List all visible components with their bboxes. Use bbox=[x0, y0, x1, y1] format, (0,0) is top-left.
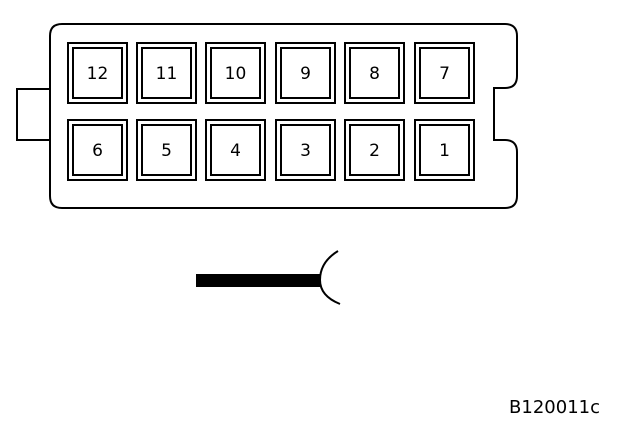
pin-cavity-11: 11 bbox=[136, 42, 197, 104]
pin-cavity-12: 12 bbox=[67, 42, 128, 104]
pin-cavity-inner bbox=[349, 47, 400, 99]
pin-grid: 12 11 10 9 8 7 6 5 4 3 2 1 bbox=[67, 42, 475, 181]
pin-cavity-inner bbox=[72, 124, 123, 176]
pin-cavity-inner bbox=[141, 47, 192, 99]
pin-cavity-7: 7 bbox=[414, 42, 475, 104]
pin-number-label: 10 bbox=[225, 64, 247, 84]
pin-number-label: 1 bbox=[439, 141, 450, 161]
pin-cavity-inner bbox=[210, 124, 261, 176]
pin-cavity-6: 6 bbox=[67, 119, 128, 181]
pin-cavity-outer bbox=[275, 42, 336, 104]
pin-cavity-outer bbox=[414, 42, 475, 104]
pin-cavity-outer bbox=[67, 42, 128, 104]
wire-harness-fork bbox=[319, 250, 341, 305]
pin-number-label: 5 bbox=[161, 141, 172, 161]
pin-cavity-outer bbox=[275, 119, 336, 181]
pin-number-label: 9 bbox=[300, 64, 311, 84]
pin-cavity-5: 5 bbox=[136, 119, 197, 181]
pin-cavity-outer bbox=[205, 119, 266, 181]
pin-cavity-inner bbox=[349, 124, 400, 176]
pin-cavity-2: 2 bbox=[344, 119, 405, 181]
pin-cavity-outer bbox=[136, 119, 197, 181]
pin-cavity-inner bbox=[280, 124, 331, 176]
pin-cavity-inner bbox=[72, 47, 123, 99]
pin-cavity-inner bbox=[419, 47, 470, 99]
pin-cavity-9: 9 bbox=[275, 42, 336, 104]
pin-cavity-8: 8 bbox=[344, 42, 405, 104]
pin-cavity-1: 1 bbox=[414, 119, 475, 181]
pin-number-label: 7 bbox=[439, 64, 450, 84]
pin-cavity-outer bbox=[205, 42, 266, 104]
pin-number-label: 3 bbox=[300, 141, 311, 161]
pin-cavity-outer bbox=[136, 42, 197, 104]
pin-cavity-inner bbox=[280, 47, 331, 99]
pin-cavity-4: 4 bbox=[205, 119, 266, 181]
pin-cavity-inner bbox=[210, 47, 261, 99]
drawing-code: B120011c bbox=[509, 397, 600, 418]
pin-cavity-3: 3 bbox=[275, 119, 336, 181]
pin-cavity-outer bbox=[344, 119, 405, 181]
connector-latch-tab bbox=[16, 88, 51, 141]
wire-harness-bar bbox=[196, 274, 320, 287]
pin-number-label: 4 bbox=[230, 141, 241, 161]
pin-cavity-outer bbox=[344, 42, 405, 104]
pin-number-label: 12 bbox=[87, 64, 109, 84]
pin-cavity-outer bbox=[414, 119, 475, 181]
pin-number-label: 2 bbox=[369, 141, 380, 161]
pin-cavity-outer bbox=[67, 119, 128, 181]
pin-cavity-10: 10 bbox=[205, 42, 266, 104]
pin-number-label: 11 bbox=[156, 64, 178, 84]
pin-number-label: 6 bbox=[92, 141, 103, 161]
pin-cavity-inner bbox=[141, 124, 192, 176]
pin-cavity-inner bbox=[419, 124, 470, 176]
pin-number-label: 8 bbox=[369, 64, 380, 84]
